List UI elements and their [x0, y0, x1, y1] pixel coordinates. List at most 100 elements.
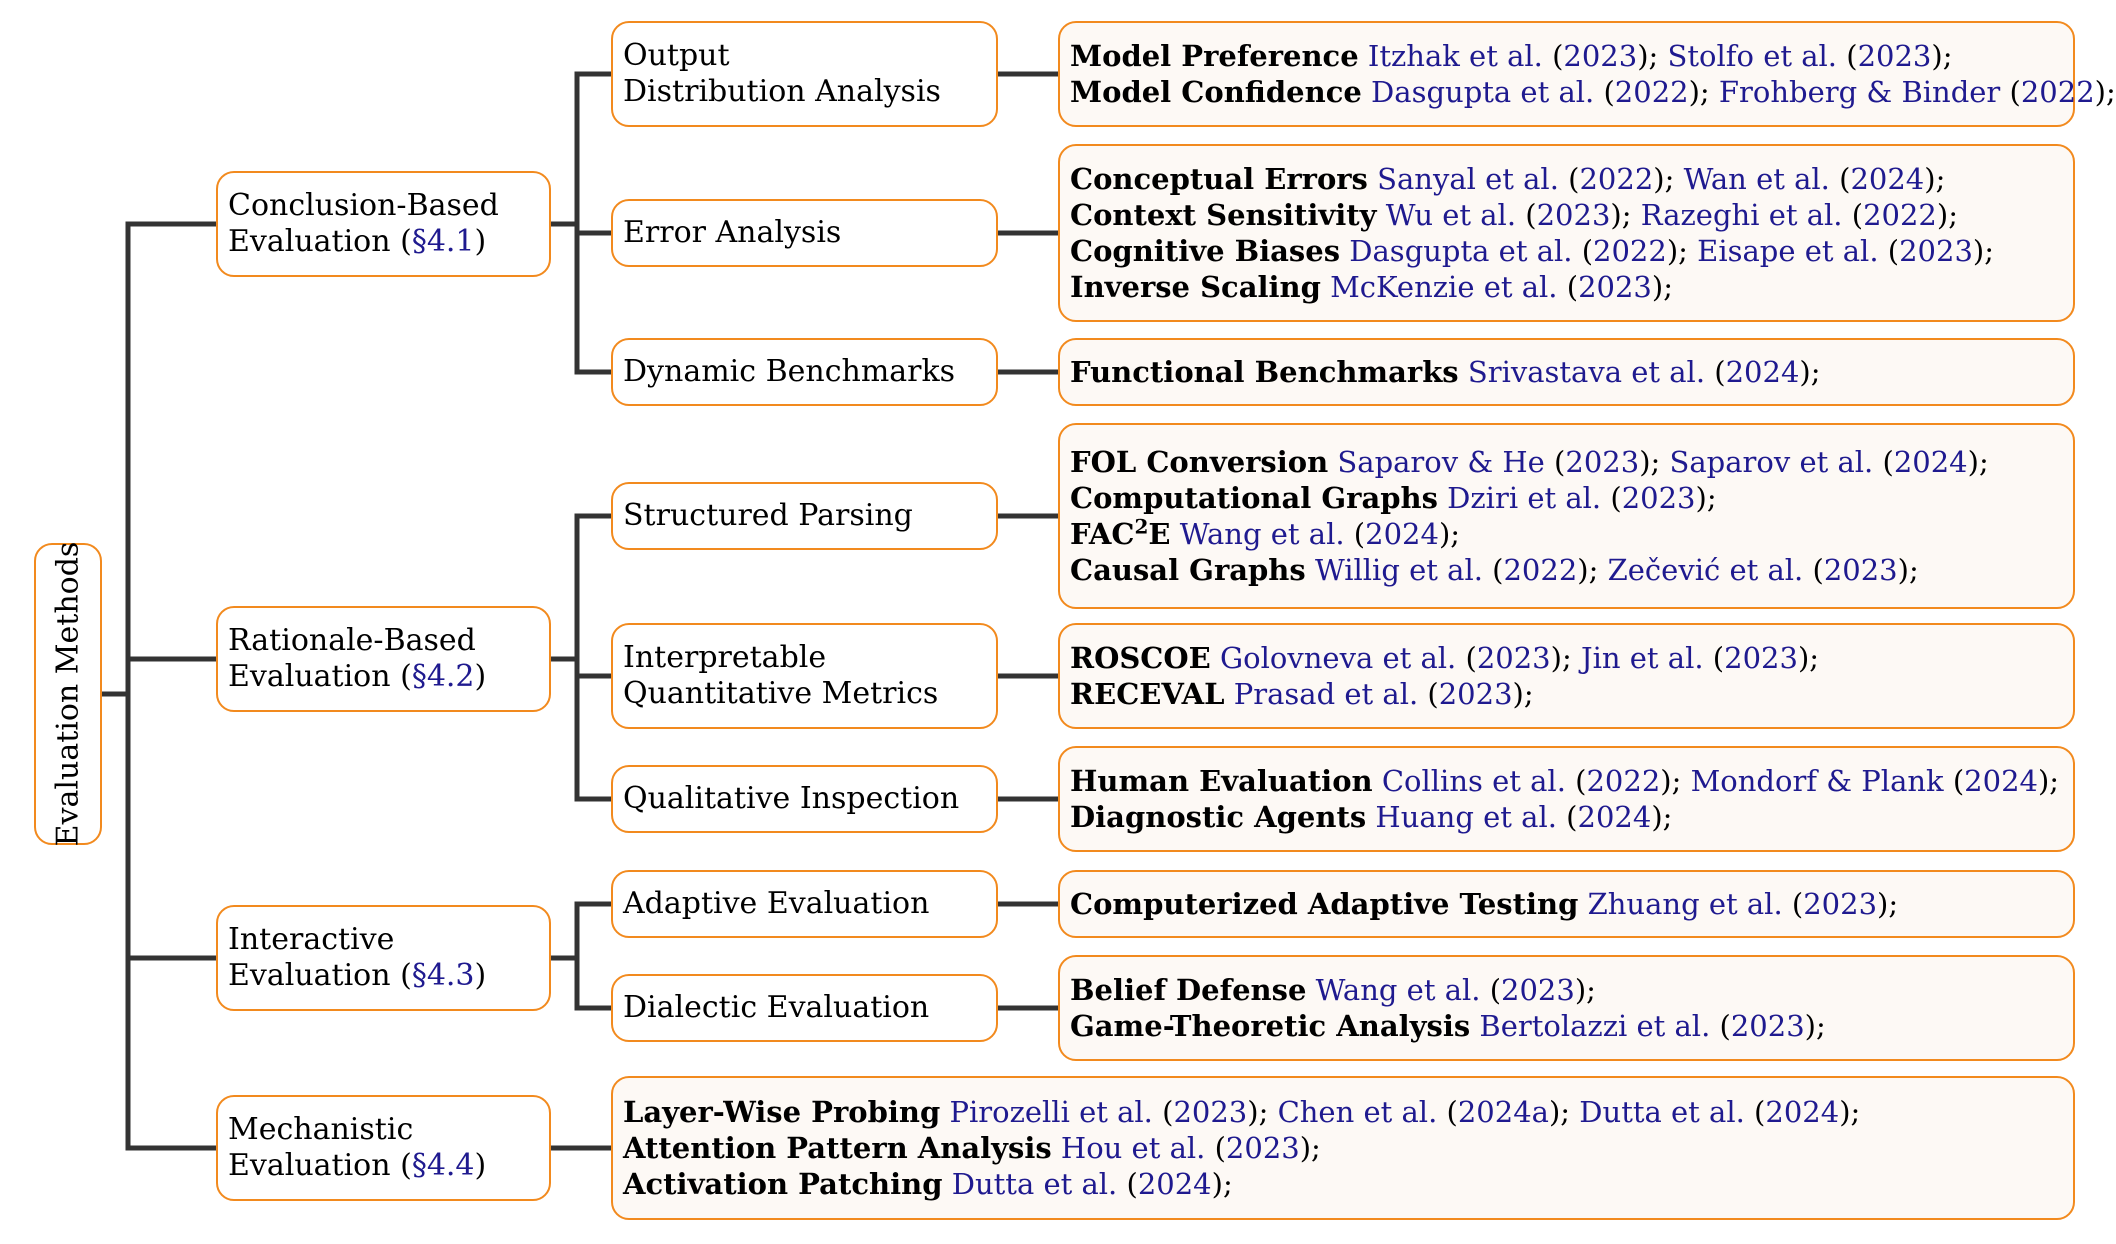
citation-year: 2022 [1586, 764, 1661, 798]
leaf-term: ROSCOE [1070, 641, 1211, 675]
citation-author: McKenzie et al. [1330, 270, 1558, 304]
leaf-line: FOL Conversion Saparov & He (2023); Sapa… [1070, 445, 1989, 479]
section-ref: §4.2 [411, 659, 475, 694]
citation-year: 2023 [1823, 553, 1898, 587]
leaf-term: Activation Patching [623, 1167, 943, 1201]
category-line2: Evaluation (§4.2) [228, 659, 487, 694]
leaf-line: RECEVAL Prasad et al. (2023); [1070, 677, 1534, 711]
subcategory-structured-parsing: Structured Parsing [611, 482, 998, 550]
citation-author: Sanyal et al. [1377, 162, 1559, 196]
citation-author: Chen et al. [1277, 1095, 1438, 1129]
citation-author: Prasad et al. [1233, 677, 1419, 711]
leaf-line: Context Sensitivity Wu et al. (2023); Ra… [1070, 198, 1958, 232]
category-mechanistic: Mechanistic Evaluation (§4.4) [216, 1095, 551, 1201]
leaf-line: Functional Benchmarks Srivastava et al. … [1070, 355, 1821, 389]
category-line1: Mechanistic [228, 1112, 414, 1147]
leaf-term: Model Preference [1070, 39, 1359, 73]
leaf-term: Computerized Adaptive Testing [1070, 887, 1579, 921]
citation-author: Zhuang et al. [1587, 887, 1783, 921]
subcategory-dialectic-evaluation: Dialectic Evaluation [611, 974, 998, 1042]
citation-author: Jin et al. [1580, 641, 1704, 675]
section-ref: §4.1 [411, 224, 475, 259]
leaf-line: Game-Theoretic Analysis Bertolazzi et al… [1070, 1009, 1826, 1043]
subcategory-line2: Distribution Analysis [623, 74, 941, 109]
citation-author: Eisape et al. [1697, 234, 1879, 268]
subcategory-interpretable-quantitative-metrics: Interpretable Quantitative Metrics [611, 623, 998, 729]
leaf-term: Cognitive Biases [1070, 234, 1341, 268]
citation-year: 2024 [1365, 517, 1439, 551]
citation-year: 2023 [1225, 1131, 1300, 1165]
root-label: Evaluation Methods [50, 541, 86, 847]
leaf-dynamic-benchmarks: Functional Benchmarks Srivastava et al. … [1058, 338, 2075, 406]
citation-year: 2023 [1501, 973, 1575, 1007]
citation-author: Mondorf & Plank [1690, 764, 1944, 798]
citation-author: Razeghi et al. [1640, 198, 1843, 232]
citation-author: Wang et al. [1179, 517, 1345, 551]
citation-year: 2023 [1438, 677, 1513, 711]
citation-year: 2024 [1964, 764, 2038, 798]
leaf-line: Cognitive Biases Dasgupta et al. (2022);… [1070, 234, 1994, 268]
subcategory-qualitative-inspection: Qualitative Inspection [611, 765, 998, 833]
subcategory-line1: Structured Parsing [623, 498, 913, 533]
leaf-line: ROSCOE Golovneva et al. (2023); Jin et a… [1070, 641, 1820, 675]
citation-author: Saparov et al. [1669, 445, 1874, 479]
citation-author: Wan et al. [1683, 162, 1830, 196]
leaf-term: Conceptual Errors [1070, 162, 1368, 196]
citation-author: Saparov & He [1337, 445, 1545, 479]
section-ref: §4.3 [411, 958, 475, 993]
subcategory-line1: Adaptive Evaluation [623, 886, 930, 921]
citation-author: Dziri et al. [1447, 481, 1602, 515]
subcategory-line1: Qualitative Inspection [623, 781, 960, 816]
citation-year: 2023 [1563, 39, 1638, 73]
citation-author: Willig et al. [1314, 553, 1483, 587]
leaf-term: Layer-Wise Probing [623, 1095, 941, 1129]
category-line1: Rationale-Based [228, 623, 476, 658]
leaf-structured-parsing: FOL Conversion Saparov & He (2023); Sapa… [1058, 423, 2075, 609]
leaf-term: RECEVAL [1070, 677, 1225, 711]
category-conclusion-based: Conclusion-Based Evaluation (§4.1) [216, 171, 551, 277]
citation-author: Dutta et al. [1579, 1095, 1745, 1129]
citation-year: 2023 [1536, 198, 1611, 232]
citation-year: 2024 [1577, 800, 1652, 834]
subcategory-line1: Error Analysis [623, 215, 842, 250]
citation-year: 2024 [1850, 162, 1925, 196]
leaf-term: Functional Benchmarks [1070, 355, 1459, 389]
leaf-mechanistic-evaluation: Layer-Wise Probing Pirozelli et al. (202… [611, 1076, 2075, 1220]
citation-author: Bertolazzi et al. [1479, 1009, 1711, 1043]
leaf-term: Computational Graphs [1070, 481, 1438, 515]
leaf-line: Model Confidence Dasgupta et al. (2022);… [1070, 75, 2116, 109]
leaf-term: Inverse Scaling [1070, 270, 1321, 304]
category-rationale-based: Rationale-Based Evaluation (§4.2) [216, 606, 551, 712]
citation-author: Frohberg & Binder [1718, 75, 2001, 109]
citation-year: 2022 [1614, 75, 1689, 109]
leaf-line: Attention Pattern Analysis Hou et al. (2… [623, 1131, 1321, 1165]
citation-author: Hou et al. [1060, 1131, 1206, 1165]
subcategory-line2: Quantitative Metrics [623, 676, 939, 711]
citation-author: Stolfo et al. [1667, 39, 1838, 73]
citation-year: 2022 [1593, 234, 1667, 268]
subcategory-line1: Interpretable [623, 640, 827, 675]
leaf-term: Model Confidence [1070, 75, 1362, 109]
leaf-term: Belief Defense [1070, 973, 1307, 1007]
citation-author: Wang et al. [1315, 973, 1481, 1007]
leaf-line: Layer-Wise Probing Pirozelli et al. (202… [623, 1095, 1861, 1129]
citation-author: Pirozelli et al. [949, 1095, 1153, 1129]
citation-author: Huang et al. [1375, 800, 1557, 834]
leaf-term-sup: 2 [1134, 514, 1149, 539]
leaf-line: Conceptual Errors Sanyal et al. (2022); … [1070, 162, 1946, 196]
leaf-term: FOL Conversion [1070, 445, 1329, 479]
citation-year: 2022 [1503, 553, 1578, 587]
citation-year: 2024 [1893, 445, 1968, 479]
leaf-term: Context Sensitivity [1070, 198, 1377, 232]
subcategory-line1: Dialectic Evaluation [623, 990, 930, 1025]
leaf-line: Inverse Scaling McKenzie et al. (2023); [1070, 270, 1673, 304]
subcategory-dynamic-benchmarks: Dynamic Benchmarks [611, 338, 998, 406]
citation-author: Dutta et al. [951, 1167, 1118, 1201]
leaf-dialectic-evaluation: Belief Defense Wang et al. (2023);Game-T… [1058, 955, 2075, 1061]
citation-year: 2023 [1565, 445, 1640, 479]
category-line1: Conclusion-Based [228, 188, 499, 223]
leaf-term: Human Evaluation [1070, 764, 1373, 798]
citation-author: Golovneva et al. [1219, 641, 1457, 675]
citation-year: 2024 [1725, 355, 1800, 389]
citation-year: 2024 [1765, 1095, 1840, 1129]
